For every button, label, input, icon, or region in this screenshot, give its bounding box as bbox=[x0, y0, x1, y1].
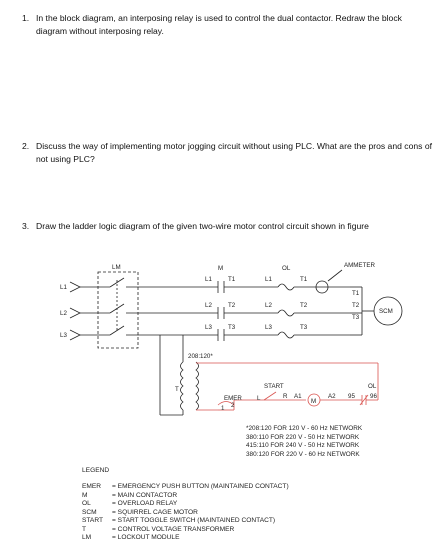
note-line: 380:110 FOR 220 V - 50 Hz NETWORK bbox=[246, 433, 360, 441]
legend-item: SCM = SQUIRREL CAGE MOTOR bbox=[82, 509, 198, 516]
label-l1-m: L1 bbox=[205, 276, 212, 283]
question-number: 3. bbox=[22, 221, 30, 231]
question-text: Draw the ladder logic diagram of the giv… bbox=[36, 221, 369, 231]
label-t1-motor: T1 bbox=[352, 290, 360, 297]
label-start: START bbox=[264, 383, 284, 390]
motor-control-circuit-diagram: LM M OL AMMETER L1 L2 L3 L1 L2 L3 T1 T2 … bbox=[60, 262, 403, 416]
transformer-notes: *208:120 FOR 120 V - 60 Hz NETWORK 380:1… bbox=[246, 425, 362, 459]
label-contact-2: 2 bbox=[231, 402, 235, 409]
legend-desc: = LOCKOUT MODULE bbox=[112, 534, 180, 541]
power-circuit bbox=[69, 269, 403, 416]
label-transformer-voltage: 208:120* bbox=[188, 353, 213, 360]
label-transformer-t: T bbox=[175, 386, 179, 393]
transformer-secondary-icon bbox=[195, 361, 199, 411]
emer-pushbutton bbox=[217, 401, 235, 406]
legend-item: T = CONTROL VOLTAGE TRANSFORMER bbox=[82, 526, 234, 533]
legend-abbr: EMER bbox=[82, 483, 102, 490]
legend-desc: = OVERLOAD RELAY bbox=[112, 500, 178, 507]
lockout-module-box bbox=[97, 271, 139, 349]
question-number: 1. bbox=[22, 13, 30, 23]
question-text: In the block diagram, an interposing rel… bbox=[36, 13, 402, 36]
label-coil-m: M bbox=[311, 398, 316, 405]
overload-heater-2 bbox=[277, 309, 295, 317]
l3-arrow-icon bbox=[69, 329, 81, 341]
lm-switch-l1 bbox=[109, 277, 125, 288]
label-contact-1: 1 bbox=[221, 405, 225, 412]
label-l3-input: L3 bbox=[60, 332, 67, 339]
l1-arrow-icon bbox=[69, 281, 81, 293]
l2-arrow-icon bbox=[69, 307, 81, 319]
legend-item: OL = OVERLOAD RELAY bbox=[82, 500, 177, 507]
note-line: 415:110 FOR 240 V - 50 Hz NETWORK bbox=[246, 442, 360, 450]
label-emer: EMER bbox=[224, 395, 242, 402]
label-t3-m: T3 bbox=[228, 324, 236, 331]
legend-abbr: LM bbox=[82, 534, 92, 541]
overload-heater-3 bbox=[277, 331, 295, 339]
label-t1-ol: T1 bbox=[300, 276, 308, 283]
legend-abbr: SCM bbox=[82, 508, 97, 516]
legend-item: START = START TOGGLE SWITCH (MAINTAINED C… bbox=[82, 517, 275, 524]
label-m: M bbox=[218, 265, 223, 272]
squirrel-cage-motor-icon bbox=[373, 296, 403, 326]
legend-item: M = MAIN CONTACTOR bbox=[82, 492, 177, 499]
label-scm: SCM bbox=[379, 308, 393, 315]
label-l2-ol: L2 bbox=[265, 302, 272, 309]
label-96: 96 bbox=[370, 393, 377, 400]
legend-desc: = EMERGENCY PUSH BUTTON (MAINTAINED CONT… bbox=[112, 483, 289, 490]
label-t3-motor: T3 bbox=[352, 314, 360, 321]
question-text: Discuss the way of implementing motor jo… bbox=[36, 141, 432, 164]
question-number: 2. bbox=[22, 141, 30, 151]
legend-abbr: M bbox=[82, 491, 88, 499]
label-t2-ol: T2 bbox=[300, 302, 308, 309]
start-toggle-switch bbox=[263, 391, 277, 401]
note-line: *208:120 FOR 120 V - 60 Hz NETWORK bbox=[246, 425, 363, 432]
label-t1-m: T1 bbox=[228, 276, 236, 283]
label-t2-motor: T2 bbox=[352, 302, 360, 309]
lm-switch-l3 bbox=[109, 325, 125, 336]
transformer-primary-icon bbox=[180, 361, 184, 411]
overload-heater-1 bbox=[277, 283, 295, 291]
legend-abbr: T bbox=[82, 525, 87, 533]
legend-abbr: OL bbox=[82, 500, 91, 507]
note-line: 380:120 FOR 220 V - 60 Hz NETWORK bbox=[246, 450, 360, 458]
legend-desc: = START TOGGLE SWITCH (MAINTAINED CONTAC… bbox=[112, 517, 276, 524]
label-a2: A2 bbox=[328, 393, 336, 400]
legend-title: LEGEND bbox=[82, 467, 110, 474]
label-ammeter: AMMETER bbox=[344, 262, 375, 269]
control-circuit bbox=[196, 362, 379, 411]
label-t2-m: T2 bbox=[228, 302, 236, 309]
label-l1-input: L1 bbox=[60, 284, 67, 291]
legend-desc: = CONTROL VOLTAGE TRANSFORMER bbox=[112, 525, 235, 533]
label-l2-m: L2 bbox=[205, 302, 212, 309]
label-l1-ol: L1 bbox=[265, 276, 272, 283]
legend-abbr: START bbox=[82, 517, 104, 524]
label-ol-contact: OL bbox=[368, 383, 377, 390]
legend-item: EMER = EMERGENCY PUSH BUTTON (MAINTAINED … bbox=[82, 483, 289, 490]
label-t3-ol: T3 bbox=[300, 324, 308, 331]
label-r: R bbox=[283, 393, 288, 400]
diagram-labels: LM M OL AMMETER L1 L2 L3 L1 L2 L3 T1 T2 … bbox=[60, 262, 393, 412]
label-95: 95 bbox=[348, 393, 355, 400]
label-l: L bbox=[257, 395, 261, 402]
ammeter-icon bbox=[315, 280, 329, 294]
legend-desc: = SQUIRREL CAGE MOTOR bbox=[112, 508, 198, 516]
legend-item: LM = LOCKOUT MODULE bbox=[82, 534, 179, 541]
label-a1: A1 bbox=[294, 393, 302, 400]
label-l2-input: L2 bbox=[60, 310, 67, 317]
legend-desc: = MAIN CONTACTOR bbox=[112, 491, 178, 499]
label-lm: LM bbox=[112, 264, 121, 271]
label-ol: OL bbox=[282, 265, 291, 272]
label-l3-ol: L3 bbox=[265, 324, 272, 331]
label-l3-m: L3 bbox=[205, 324, 212, 331]
